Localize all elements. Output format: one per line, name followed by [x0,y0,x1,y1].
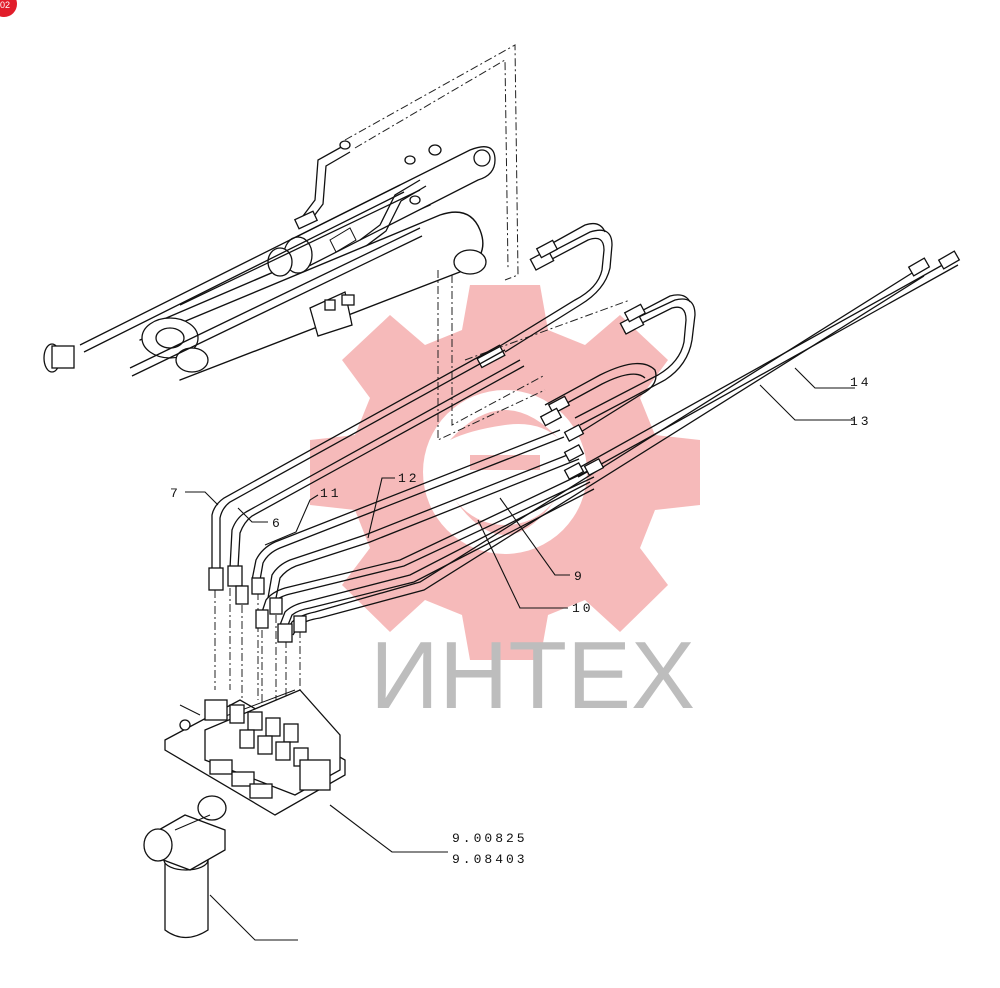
callout-11: 11 [320,486,342,501]
corner-badge: 02 [0,0,17,17]
oil-filter [143,795,227,939]
hose-loops [476,222,696,441]
callout-10: 10 [572,601,594,616]
control-valve-block [164,689,346,816]
callout-13: 13 [850,414,872,429]
leader-lines [185,367,855,941]
callout-9: 9 [574,569,585,584]
alignment-lines [214,44,631,716]
reference-9-08403: 9.08403 [452,852,528,867]
watermark-gear-logo [310,285,700,660]
callout-7: 7 [170,486,181,501]
svg-text:02: 02 [0,0,10,10]
steel-tubes [208,250,961,643]
reference-9-00825: 9.00825 [452,831,528,846]
boom-cylinder-assembly [43,140,496,381]
callout-labels: 7 6 11 12 9 10 14 13 9.00825 9.08403 [170,375,872,867]
callout-14: 14 [850,375,872,390]
callout-12: 12 [398,471,420,486]
watermark-text: ИНТЕХ [370,622,695,729]
callout-6: 6 [272,516,283,531]
